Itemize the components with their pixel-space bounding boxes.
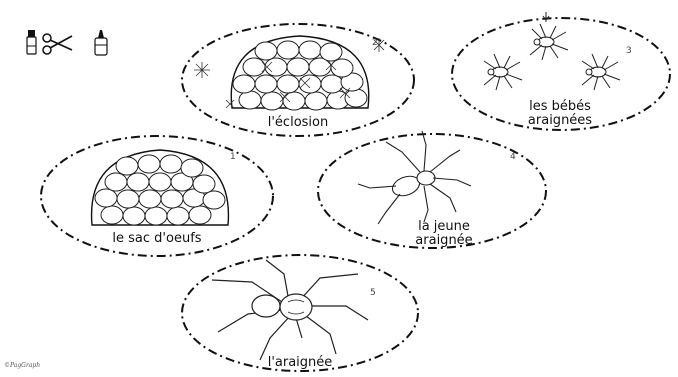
stage-4-number: 4	[510, 152, 516, 162]
stage-5-label: l'araignée	[250, 356, 350, 370]
stage-2-number: 2	[372, 38, 378, 48]
egg-sac-illustration	[92, 150, 229, 225]
young-spider-illustration	[358, 131, 471, 224]
baby-spiders-illustration	[484, 12, 620, 90]
stage-2-label: l'éclosion	[248, 116, 348, 130]
scissors-icon	[43, 34, 72, 54]
stage-3-label-line-1: les bébés	[510, 100, 610, 114]
stage-4-label: la jeune araignée	[394, 220, 494, 248]
stage-1-label: le sac d'oeufs	[90, 232, 224, 246]
credit-text: ©PagGraph	[4, 362, 40, 369]
hatching-illustration	[194, 36, 384, 110]
adult-spider-illustration	[212, 260, 368, 360]
stage-3-label-line-2: araignées	[510, 114, 610, 128]
glue-stick-icon	[27, 30, 36, 54]
stage-5-number: 5	[370, 288, 376, 298]
glue-bottle-icon	[95, 30, 107, 55]
stage-4-label-line-1: la jeune	[394, 220, 494, 234]
stage-1-number: 1	[230, 152, 236, 162]
stage-3-label: les bébés araignées	[510, 100, 610, 128]
stage-4-label-line-2: araignée	[394, 234, 494, 248]
stage-3-number: 3	[626, 46, 632, 56]
